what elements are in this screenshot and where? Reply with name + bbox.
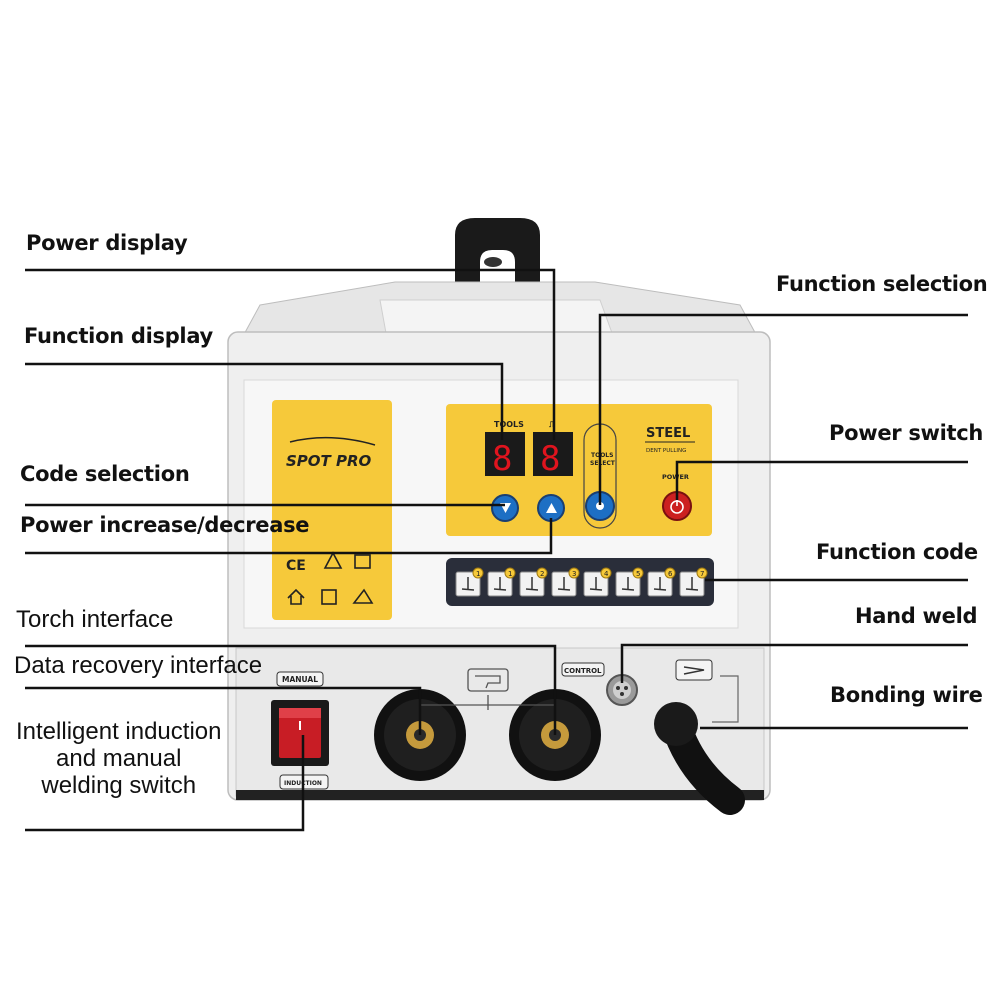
- callout-torch-interface: Torch interface: [16, 606, 174, 633]
- power-display-digit: 8: [540, 439, 560, 479]
- callout-function-code: Function code: [816, 540, 978, 564]
- up-arrow-icon: [546, 503, 557, 513]
- function-code-number: 1: [476, 570, 480, 578]
- callout-hand-weld: Hand weld: [855, 604, 978, 628]
- function-code-number: 7: [700, 570, 704, 578]
- control-label: CONTROL: [564, 667, 602, 675]
- callout-induction-switch: Intelligent induction and manual welding…: [16, 718, 222, 799]
- svg-text:CE: CE: [286, 558, 306, 574]
- induction-manual-switch[interactable]: [271, 700, 329, 766]
- callout-power-display: Power display: [26, 231, 188, 255]
- tools-select-label-2: SELECT: [590, 460, 616, 467]
- callout-power-increase-decrease: Power increase/decrease: [20, 513, 310, 537]
- function-code-number: 4: [604, 570, 609, 578]
- callout-code-selection: Code selection: [20, 462, 190, 486]
- tool-icon: [653, 577, 667, 591]
- callout-leader-lines: [25, 268, 968, 832]
- tool-icon: [685, 577, 699, 591]
- brand-sticker: [272, 400, 392, 620]
- function-code-tile: 1: [455, 567, 484, 597]
- brand-label: SPOT PRO: [286, 452, 372, 470]
- function-display-digit: 8: [492, 439, 512, 479]
- function-code-number: 3: [572, 570, 576, 578]
- function-code-tile: 5: [615, 567, 644, 597]
- function-code-strip: [446, 558, 714, 606]
- ground-arrow-icon: [683, 666, 705, 675]
- function-code-tile: 4: [583, 567, 612, 597]
- function-code-number: 5: [636, 570, 640, 578]
- manual-label: MANUAL: [282, 675, 318, 684]
- function-code-number: 1: [508, 570, 512, 578]
- certification-icons: CE: [286, 551, 374, 605]
- hand-weld-connector[interactable]: [606, 674, 638, 706]
- torch-gun-icon: [420, 668, 555, 710]
- callout-function-display: Function display: [24, 324, 213, 348]
- function-selection-button[interactable]: [585, 491, 615, 521]
- function-code-number: 2: [540, 570, 544, 578]
- tools-select-label-1: TOOLS: [591, 452, 613, 459]
- function-code-tile: 6: [647, 567, 676, 597]
- tools-label: TOOLS: [494, 420, 524, 429]
- tool-icon: [557, 577, 571, 591]
- tool-icon: [493, 577, 507, 591]
- function-code-tile: 2: [519, 567, 548, 597]
- dent-pulling-label: DENT PULLING: [646, 448, 686, 454]
- function-display: [485, 432, 525, 476]
- code-selection-button[interactable]: [491, 494, 519, 522]
- tool-icon: [589, 577, 603, 591]
- callout-data-recovery-interface: Data recovery interface: [14, 652, 263, 679]
- function-code-tile: 1: [487, 567, 516, 597]
- callout-bonding-wire: Bonding wire: [830, 683, 983, 707]
- function-code-tile: 3: [551, 567, 580, 597]
- bonding-wire: [654, 702, 745, 815]
- power-label: POWER: [662, 473, 689, 481]
- steel-label: STEEL: [646, 426, 690, 441]
- callout-function-selection: Function selection: [776, 272, 988, 296]
- function-code-tile: 7: [679, 567, 708, 597]
- tool-icon: [621, 577, 635, 591]
- function-code-number: 6: [668, 570, 673, 578]
- svg-text:⎍: ⎍: [548, 420, 555, 429]
- callout-power-switch: Power switch: [829, 421, 984, 445]
- power-increase-button[interactable]: [537, 494, 565, 522]
- tool-icon: [461, 577, 475, 591]
- tool-icon: [525, 577, 539, 591]
